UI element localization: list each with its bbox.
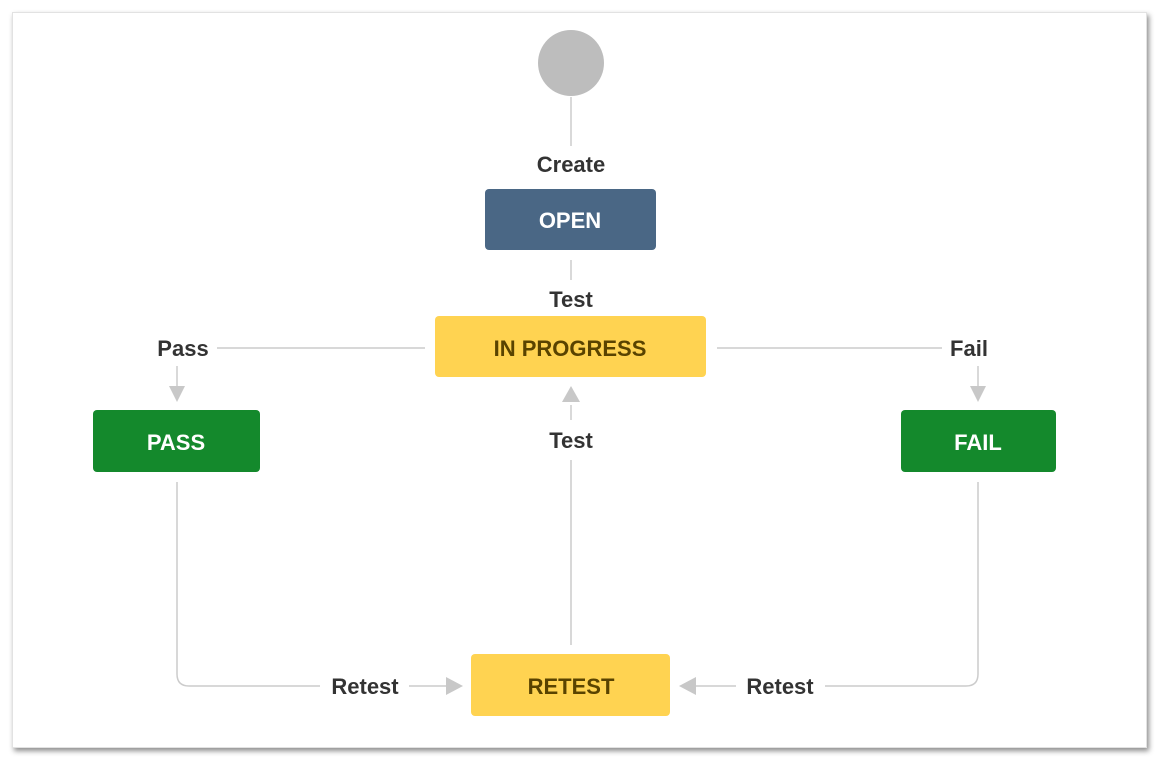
transition-retest-pass-label[interactable]: Retest — [331, 674, 399, 699]
status-pass-box[interactable] — [93, 410, 260, 472]
status-in-progress[interactable]: IN PROGRESS — [435, 316, 706, 377]
diagram-frame — [12, 12, 1147, 748]
status-pass-label: PASS — [147, 430, 205, 455]
start-node[interactable] — [538, 30, 604, 96]
transition-create-label[interactable]: Create — [537, 152, 605, 177]
arrow-up-icon — [562, 386, 580, 402]
status-retest-label: RETEST — [528, 674, 615, 699]
status-retest[interactable]: RETEST — [471, 654, 670, 716]
arrowheads — [169, 386, 986, 695]
connectors — [176, 97, 979, 687]
status-open[interactable]: OPEN — [485, 189, 656, 250]
status-retest-box[interactable] — [471, 654, 670, 716]
transition-fail-label[interactable]: Fail — [950, 336, 988, 361]
arrow-down-icon — [169, 386, 185, 402]
transition-pass-label[interactable]: Pass — [157, 336, 208, 361]
transition-test-retest-label[interactable]: Test — [549, 428, 593, 453]
connector-fail-retest — [825, 482, 979, 687]
connector-pass-retest — [176, 482, 320, 687]
arrow-down-icon — [970, 386, 986, 402]
status-fail-label: FAIL — [954, 430, 1002, 455]
status-open-label: OPEN — [539, 208, 601, 233]
status-fail-box[interactable] — [901, 410, 1056, 472]
status-pass[interactable]: PASS — [93, 410, 260, 472]
transition-test-label[interactable]: Test — [549, 287, 593, 312]
arrow-left-icon — [679, 677, 696, 695]
arrow-right-icon — [446, 677, 463, 695]
status-in-progress-label: IN PROGRESS — [494, 336, 647, 361]
status-in-progress-box[interactable] — [435, 316, 706, 377]
status-open-box[interactable] — [485, 189, 656, 250]
transition-retest-fail-label[interactable]: Retest — [746, 674, 814, 699]
status-fail[interactable]: FAIL — [901, 410, 1056, 472]
